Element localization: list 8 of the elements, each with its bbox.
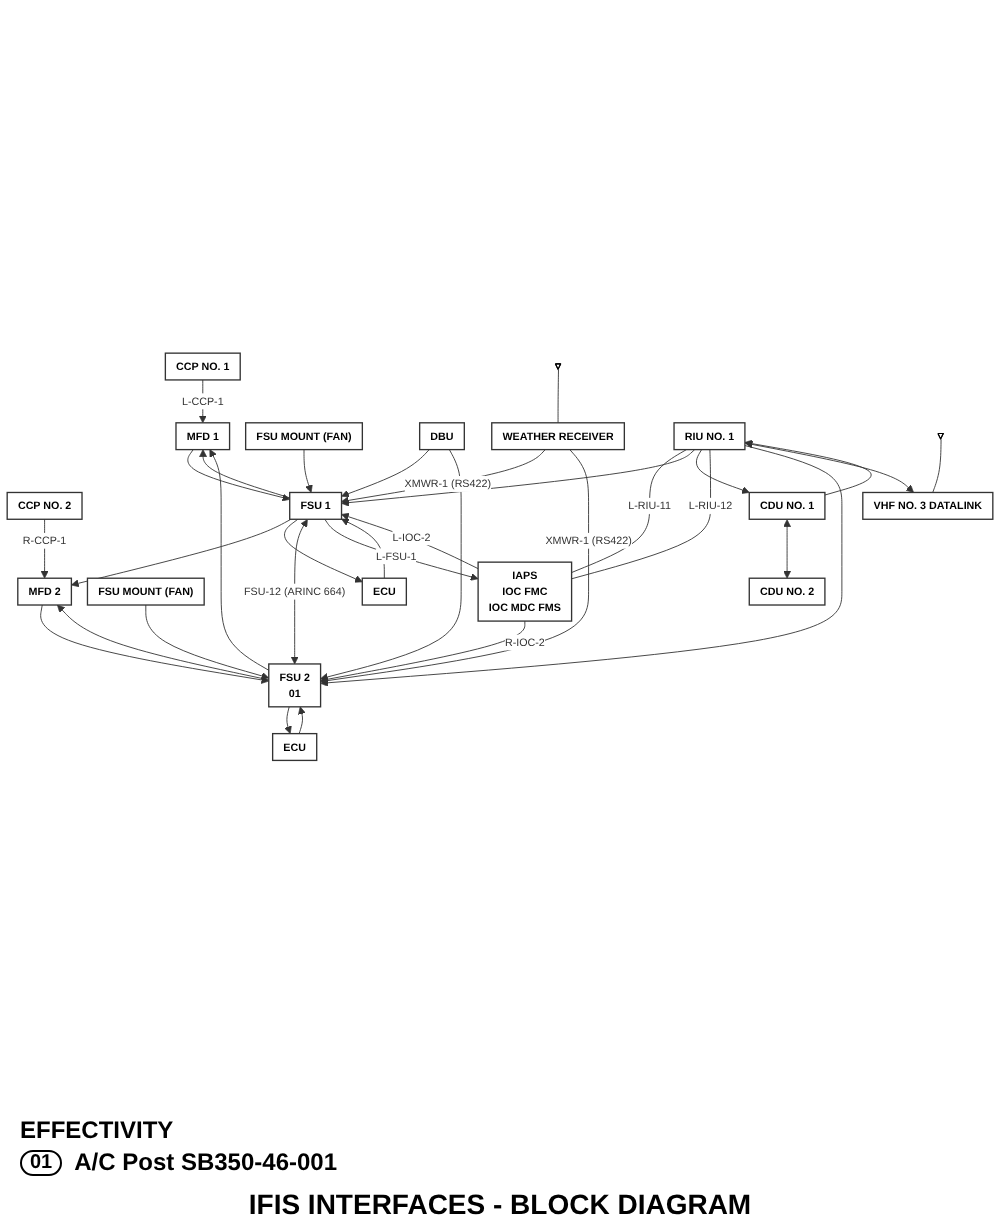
connector	[571, 448, 711, 579]
diagram-title: IFIS INTERFACES - BLOCK DIAGRAM	[246, 1188, 754, 1220]
effectivity-note: A/C Post SB350-46-001	[74, 1148, 338, 1176]
connector	[557, 368, 559, 423]
connector	[932, 438, 942, 493]
connector	[571, 448, 687, 573]
effectivity-marker: 01	[20, 1149, 63, 1175]
legend-heading: EFFECTIVITY	[20, 1116, 176, 1144]
